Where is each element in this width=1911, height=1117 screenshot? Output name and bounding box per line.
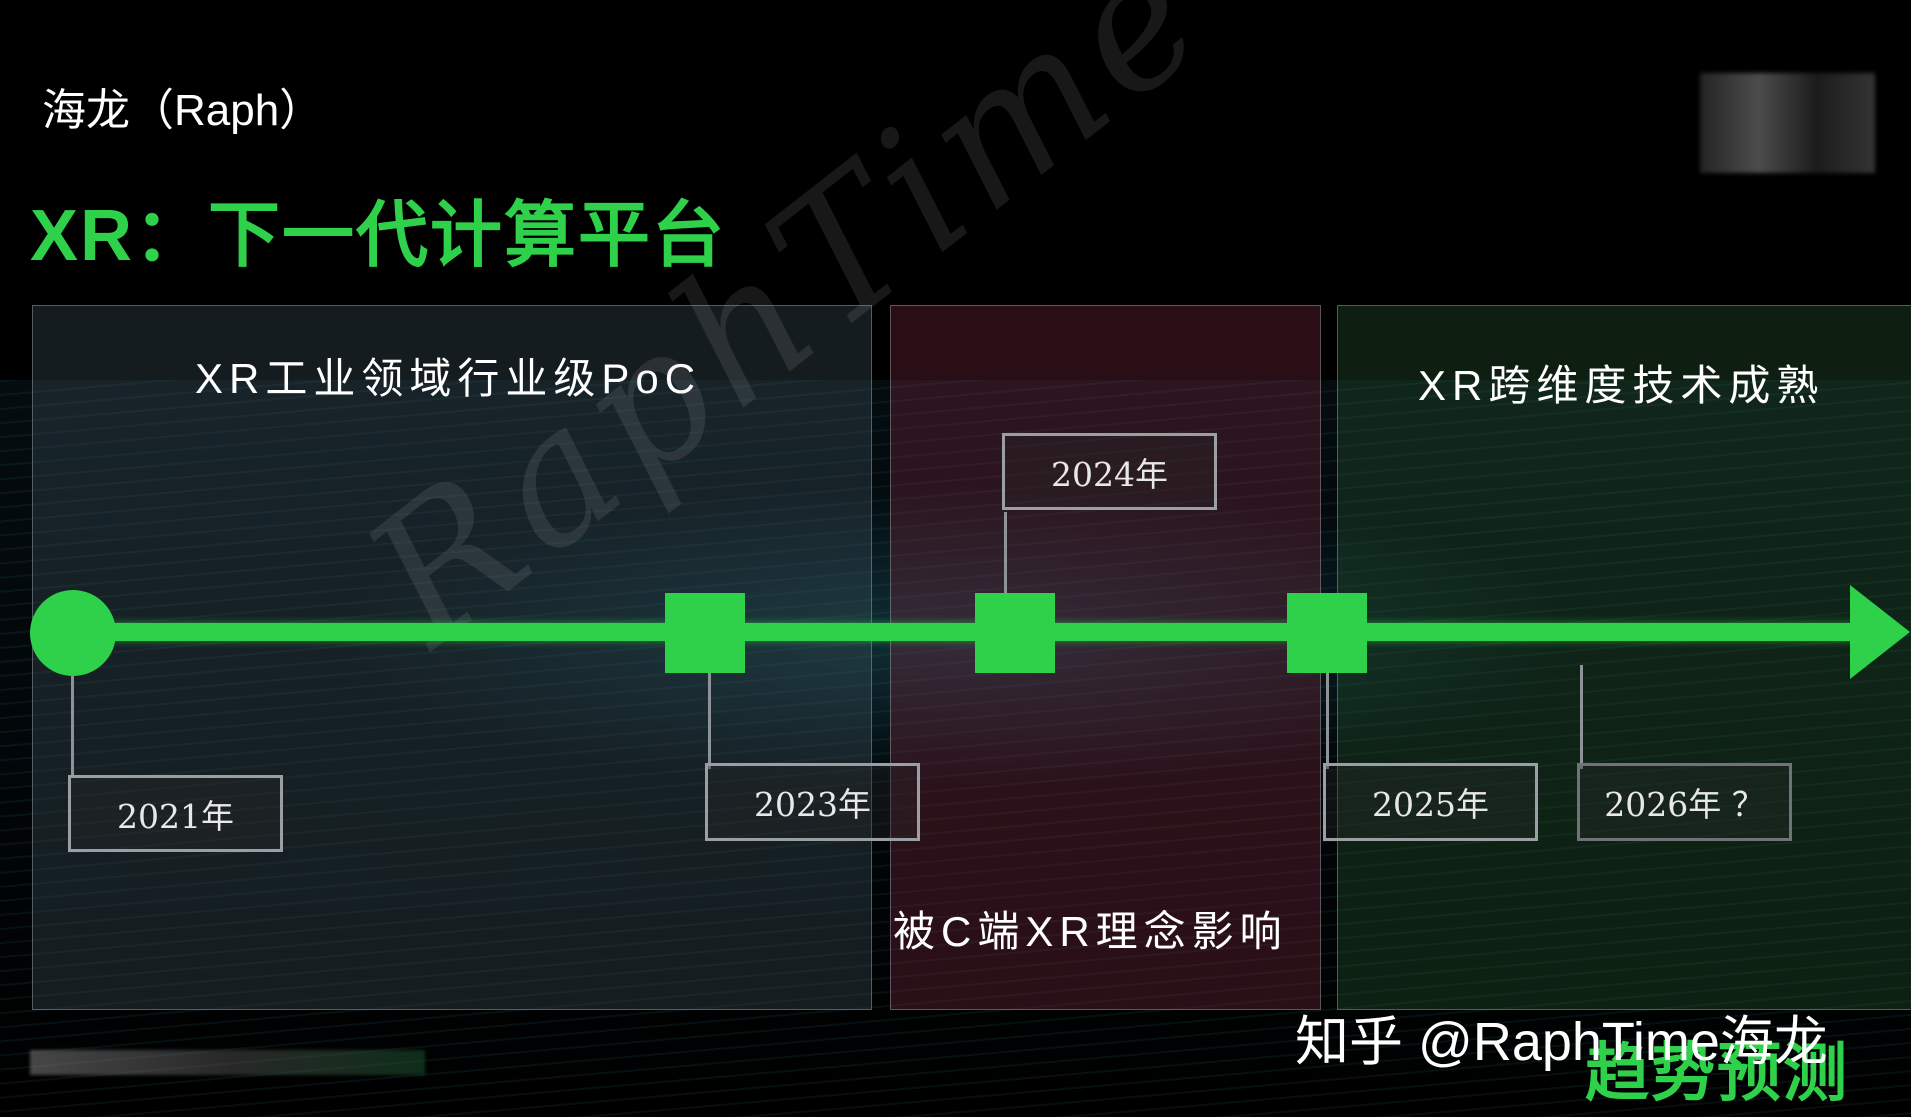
year-label-2026: 2026年 ？: [1577, 763, 1792, 841]
year-label-2025: 2025年: [1323, 763, 1538, 841]
connector-2026: [1580, 665, 1583, 769]
blurred-logo: [1700, 73, 1875, 173]
connector-2021: [71, 676, 74, 776]
timeline-arrow-line: [70, 623, 1870, 641]
background-wave: [0, 380, 1911, 1117]
panel-tech-maturity: [1337, 305, 1911, 1010]
source-credit: 知乎 @RaphTime海龙: [1295, 1012, 1828, 1072]
timeline-node-start: [30, 590, 116, 676]
author-name: 海龙（Raph）: [42, 86, 324, 135]
panel-heading-industry-poc: XR工业领域行业级PoC: [195, 355, 702, 402]
panel-heading-tech-maturity: XR跨维度技术成熟: [1418, 362, 1825, 409]
timeline-node-2024: [975, 593, 1055, 673]
connector-2025: [1326, 673, 1329, 769]
panel-heading-consumer-influence: 被C端XR理念影响: [893, 908, 1288, 955]
connector-2024: [1004, 512, 1007, 593]
timeline-node-2023: [665, 593, 745, 673]
timeline-arrow-head: [1850, 585, 1910, 679]
year-label-2024: 2024年: [1002, 433, 1217, 510]
blurred-footer: [30, 1050, 425, 1075]
timeline-node-2025: [1287, 593, 1367, 673]
year-label-2023: 2023年: [705, 763, 920, 841]
panel-consumer-influence: [890, 305, 1321, 1010]
connector-2023: [708, 673, 711, 769]
page-title: XR：下一代计算平台: [30, 196, 727, 276]
footer-label: 趋势预测: [1585, 1037, 1849, 1109]
year-label-2021: 2021年: [68, 775, 283, 852]
